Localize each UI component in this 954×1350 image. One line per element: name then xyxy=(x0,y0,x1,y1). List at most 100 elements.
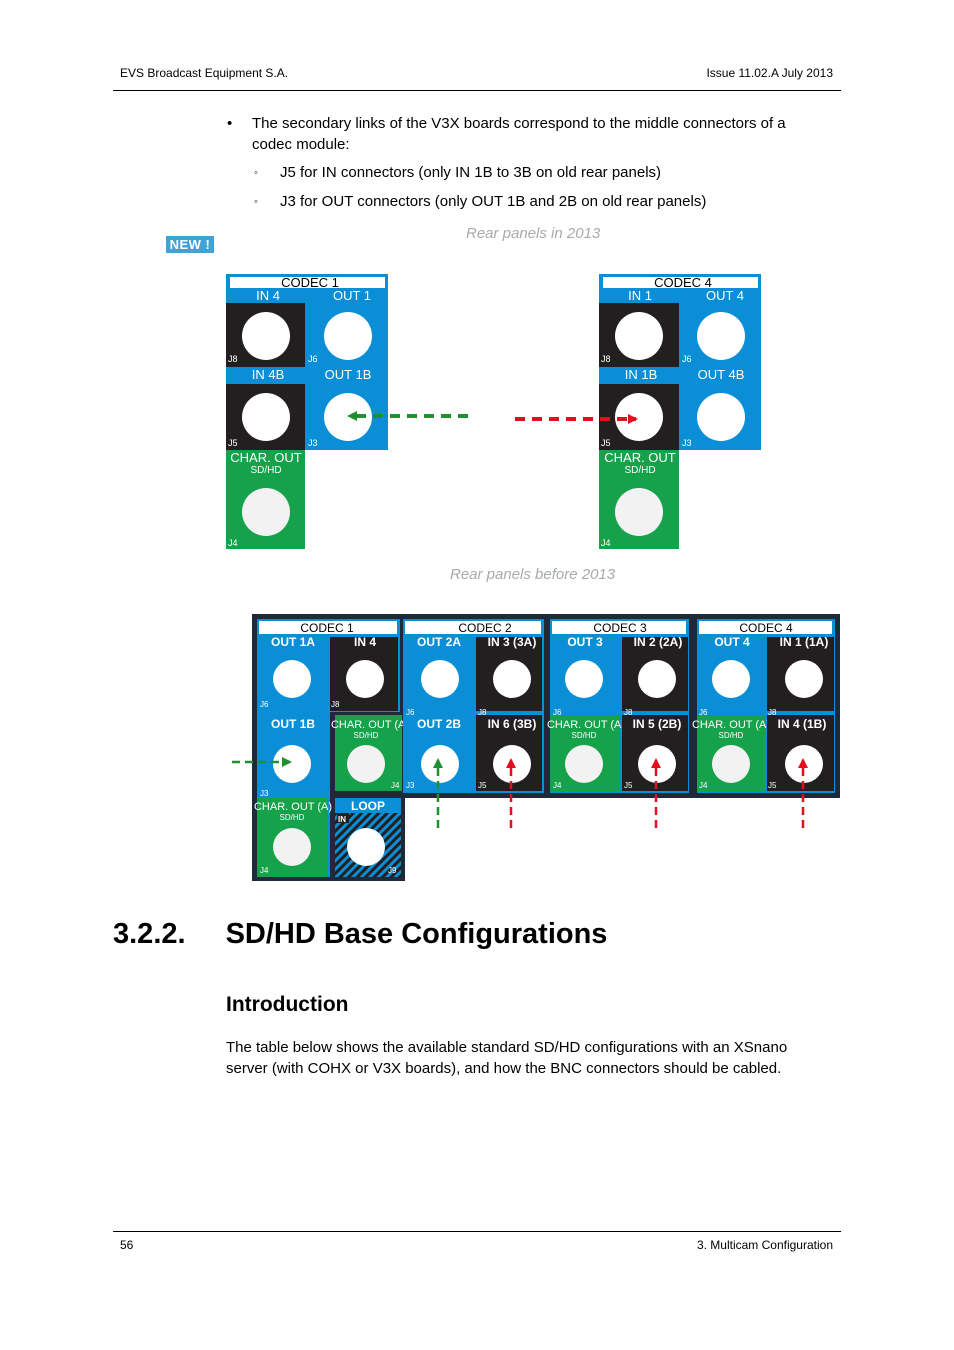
bnc-connector xyxy=(638,745,676,783)
jack-label: J6 xyxy=(406,708,415,717)
footer-chapter: 3. Multicam Configuration xyxy=(696,1238,833,1252)
bnc-connector xyxy=(273,828,311,866)
char-out-label: CHAR. OUT (A) xyxy=(547,719,625,731)
panel-before-codec-4: CODEC 4 OUT 4 IN 1 (1A) J6 J8 CHAR. OUT … xyxy=(692,619,835,793)
jack-label: J8 xyxy=(331,700,340,709)
jack-label: J5 xyxy=(768,781,777,790)
char-out-label: CHAR. OUT (A) xyxy=(692,719,770,731)
panel-2013-codec-4: CODEC 4 IN 1 OUT 4 J8 J6 IN 1B OUT 4B J5… xyxy=(599,274,761,549)
jack-label: J4 xyxy=(601,538,611,548)
sub-bullet-marker: ◦ xyxy=(254,167,258,179)
codec-label: CODEC 4 xyxy=(739,621,793,635)
header-issue: Issue 11.02.A July 2013 xyxy=(706,66,833,80)
port-label-in-4: IN 4 xyxy=(354,635,376,649)
codec-label: CODEC 1 xyxy=(281,275,339,290)
bnc-connector xyxy=(615,393,663,441)
footer-rule xyxy=(113,1231,841,1232)
bnc-connector xyxy=(638,660,676,698)
bnc-connector xyxy=(785,660,823,698)
bnc-connector xyxy=(324,312,372,360)
jack-label: J3 xyxy=(308,438,318,448)
bullet-sub-1: J5 for IN connectors (only IN 1B to 3B o… xyxy=(280,164,662,181)
header-rule xyxy=(113,90,841,91)
port-label-in-1-1a: IN 1 (1A) xyxy=(780,635,829,649)
bnc-connector xyxy=(565,660,603,698)
bnc-connector xyxy=(242,393,290,441)
bnc-connector xyxy=(347,745,385,783)
port-label-in-4b: IN 4B xyxy=(252,367,285,382)
port-label-out-4: OUT 4 xyxy=(714,635,750,649)
panel-2013-codec-1: CODEC 1 IN 4 OUT 1 J8 J6 IN 4B OUT 1B J5… xyxy=(226,274,388,549)
port-label-in-1b: IN 1B xyxy=(625,367,658,382)
port-label-in-6-3b: IN 6 (3B) xyxy=(488,717,537,731)
bnc-connector xyxy=(697,393,745,441)
char-out-sub-label: SD/HD xyxy=(280,813,305,822)
char-out-label: CHAR. OUT (A) xyxy=(254,801,332,813)
bnc-connector xyxy=(712,745,750,783)
port-label-out-4: OUT 4 xyxy=(706,288,744,303)
jack-label: J5 xyxy=(478,781,487,790)
section-title-text: SD/HD Base Configurations xyxy=(225,918,608,950)
jack-label: J6 xyxy=(682,354,692,364)
bnc-connector xyxy=(493,660,531,698)
panel-before-codec-1: CODEC 1 OUT 1A IN 4 J6 J8 OUT 1B J3 CHAR… xyxy=(254,619,409,877)
caption-panels-2013: Rear panels in 2013 xyxy=(466,225,601,242)
jack-label: J8 xyxy=(601,354,611,364)
port-label-out-1b: OUT 1B xyxy=(325,367,372,382)
char-out-label: CHAR. OUT xyxy=(604,450,676,465)
codec-label: CODEC 4 xyxy=(654,275,712,290)
bnc-connector xyxy=(565,745,603,783)
rear-panels-2013-diagram: CODEC 1 IN 4 OUT 1 J8 J6 IN 4B OUT 1B J5… xyxy=(226,274,761,549)
bnc-connector xyxy=(697,312,745,360)
bullet-dot: • xyxy=(227,115,233,132)
jack-label: J6 xyxy=(308,354,318,364)
char-out-sub-label: SD/HD xyxy=(354,731,379,740)
port-label-out-1b: OUT 1B xyxy=(271,717,315,731)
bnc-connector xyxy=(615,488,663,536)
jack-label: J6 xyxy=(553,708,562,717)
new-badge: NEW ! xyxy=(166,236,214,253)
port-label-in-1: IN 1 xyxy=(628,288,652,303)
jack-label: J3 xyxy=(406,781,415,790)
char-out-sub-label: SD/HD xyxy=(250,465,281,476)
port-label-out-2a: OUT 2A xyxy=(417,635,461,649)
caption-panels-before-2013: Rear panels before 2013 xyxy=(450,566,616,583)
codec-label: CODEC 1 xyxy=(300,621,354,635)
section-title: 3.2.2.SD/HD Base Configurations xyxy=(113,918,607,951)
jack-label: J8 xyxy=(624,708,633,717)
port-label-out-3: OUT 3 xyxy=(567,635,603,649)
port-label-in-2-2a: IN 2 (2A) xyxy=(634,635,683,649)
char-out-sub-label: SD/HD xyxy=(572,731,597,740)
bnc-connector xyxy=(493,745,531,783)
sub-bullet-marker: ◦ xyxy=(254,196,258,208)
port-label-in-3-3a: IN 3 (3A) xyxy=(488,635,537,649)
port-label-out-1: OUT 1 xyxy=(333,288,371,303)
jack-label: J3 xyxy=(682,438,692,448)
char-out-sub-label: SD/HD xyxy=(624,465,655,476)
intro-heading: Introduction xyxy=(226,993,349,1016)
jack-label: J8 xyxy=(478,708,487,717)
port-label-in-4-1b: IN 4 (1B) xyxy=(778,717,827,731)
jack-label: J4 xyxy=(699,781,708,790)
bnc-connector xyxy=(712,660,750,698)
bnc-connector xyxy=(421,660,459,698)
bnc-connector xyxy=(273,745,311,783)
bnc-connector xyxy=(346,660,384,698)
codec-label: CODEC 2 xyxy=(458,621,512,635)
jack-label: J8 xyxy=(228,354,238,364)
loop-label: LOOP xyxy=(351,799,385,813)
bnc-connector xyxy=(242,312,290,360)
bnc-connector xyxy=(785,745,823,783)
jack-label: J8 xyxy=(768,708,777,717)
char-out-sub-label: SD/HD xyxy=(719,731,744,740)
bnc-connector xyxy=(421,745,459,783)
port-label-out-2b: OUT 2B xyxy=(417,717,461,731)
jack-label: J4 xyxy=(260,866,269,875)
jack-label: J5 xyxy=(624,781,633,790)
jack-label: J6 xyxy=(699,708,708,717)
char-out-label: CHAR. OUT (A) xyxy=(331,719,409,731)
rear-panels-before-2013-diagram: CODEC 1 OUT 1A IN 4 J6 J8 OUT 1B J3 CHAR… xyxy=(232,614,840,881)
jack-label: J9 xyxy=(388,866,397,875)
port-label-out-4b: OUT 4B xyxy=(698,367,745,382)
panel-before-codec-2: CODEC 2 OUT 2A IN 3 (3A) J6 J8 OUT 2B IN… xyxy=(403,619,544,793)
